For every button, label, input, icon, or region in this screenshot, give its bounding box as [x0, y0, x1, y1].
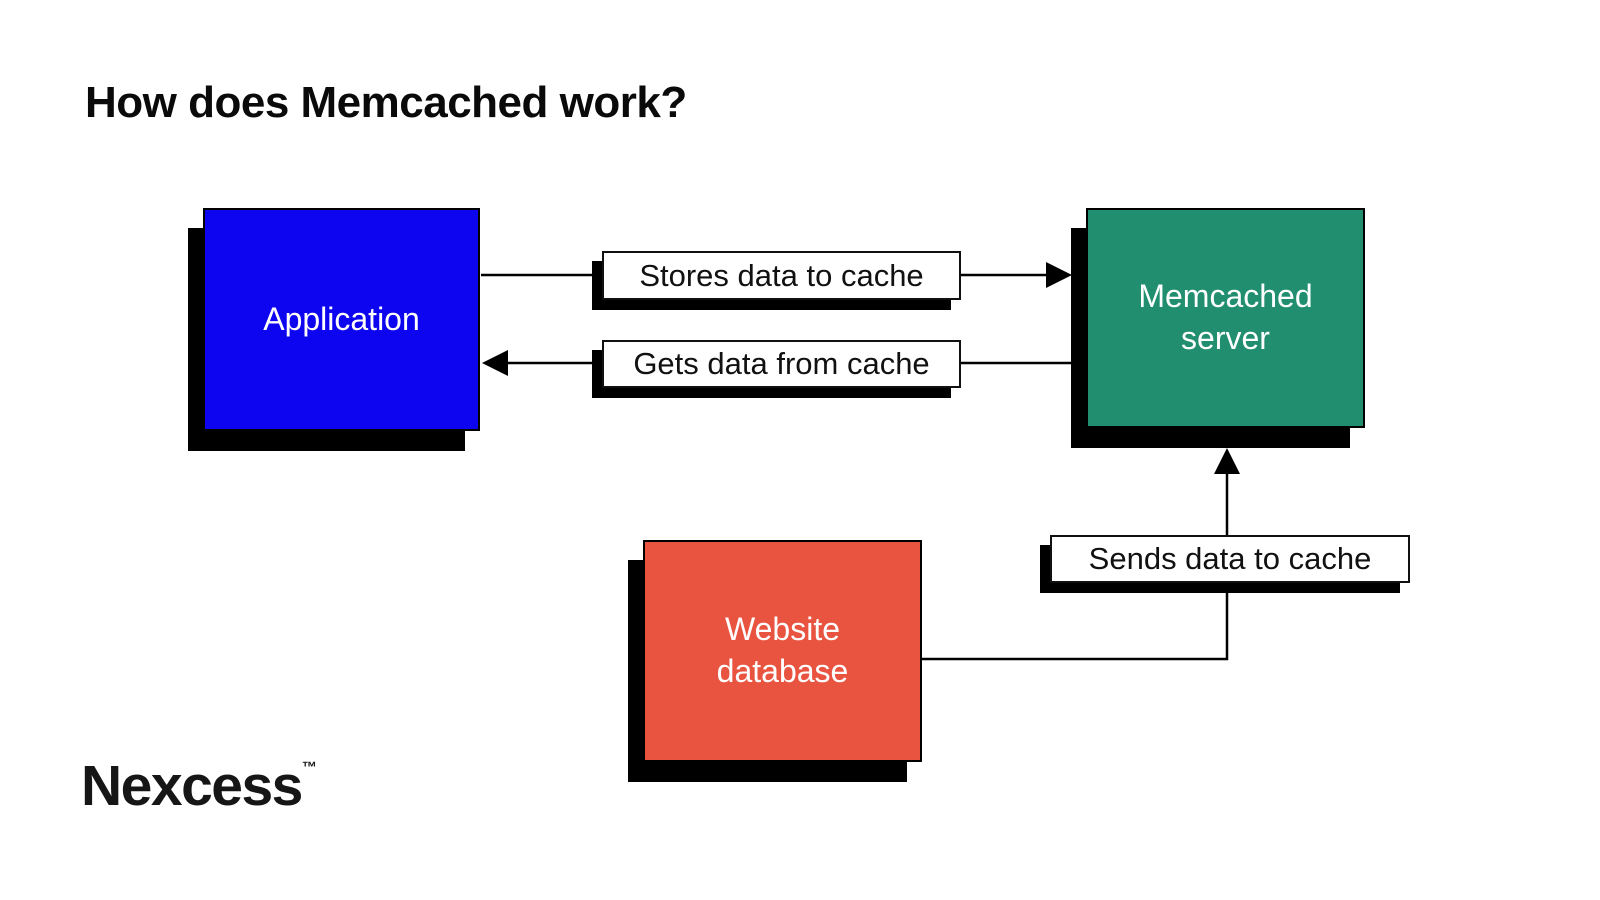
edge-label-sends-data-to-cache: Sends data to cache [1050, 535, 1410, 583]
edge-label-stores-data-to-cache: Stores data to cache [602, 251, 961, 300]
nexcess-logo-text: Nexcess [81, 754, 303, 818]
website-database-node: Website database [643, 540, 922, 762]
arrow-sends-data-to-cache [922, 448, 1240, 661]
trademark-mark: ™ [301, 759, 317, 776]
application-node: Application [203, 208, 480, 431]
page-title: How does Memcached work? [85, 78, 687, 127]
edge-label-gets-data-from-cache: Gets data from cache [602, 340, 961, 388]
nexcess-logo: Nexcess™ [81, 758, 317, 815]
memcached-server-node: Memcached server [1086, 208, 1365, 428]
